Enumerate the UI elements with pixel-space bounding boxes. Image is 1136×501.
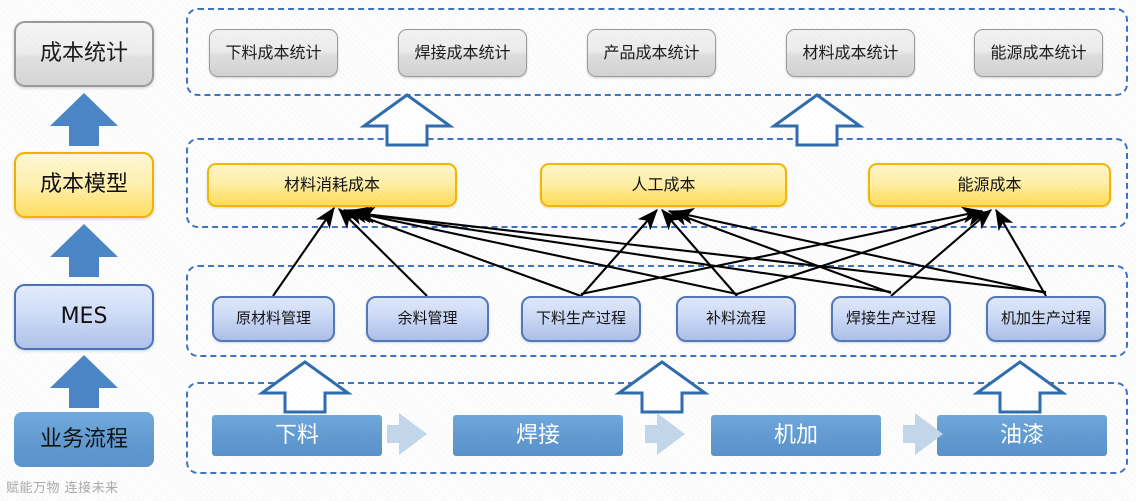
- business-process-item-4[interactable]: 油漆: [937, 415, 1107, 456]
- cost-statistics-item-1[interactable]: 下料成本统计: [209, 29, 338, 77]
- business-process-label-1: 下料: [274, 422, 319, 448]
- stack-box-cost-statistics[interactable]: 成本统计: [14, 21, 154, 87]
- mes-to-cost-model-links: [272, 206, 1047, 297]
- watermark-text: 赋能万物 连接未来: [6, 481, 119, 496]
- mes-label-3: 下料生产过程: [535, 309, 626, 328]
- mes-item-6[interactable]: 机加生产过程: [986, 296, 1106, 342]
- group-mes: [186, 265, 1128, 357]
- mes-label-4: 补料流程: [705, 309, 766, 328]
- stack-box-business-process[interactable]: 业务流程: [14, 412, 154, 467]
- mes-label-6: 机加生产过程: [1000, 309, 1091, 328]
- cost-model-label-1: 材料消耗成本: [283, 174, 380, 194]
- up-arrow-business-to-mes: [50, 355, 118, 408]
- business-process-label-2: 焊接: [515, 422, 560, 448]
- mes-item-5[interactable]: 焊接生产过程: [831, 296, 951, 342]
- cost-statistics-item-4[interactable]: 材料成本统计: [786, 29, 915, 77]
- cost-statistics-item-2[interactable]: 焊接成本统计: [398, 29, 527, 77]
- hollow-up-arrow-process-to-mes-1: [257, 360, 353, 414]
- business-process-item-2[interactable]: 焊接: [453, 415, 623, 456]
- mes-item-3[interactable]: 下料生产过程: [521, 296, 641, 342]
- hollow-up-arrow-process-to-mes-3: [972, 360, 1068, 414]
- stack-box-mes[interactable]: MES: [14, 284, 154, 350]
- cost-statistics-label-1: 下料成本统计: [225, 42, 322, 62]
- chevron-right-1-icon: [387, 413, 427, 455]
- cost-statistics-item-5[interactable]: 能源成本统计: [974, 29, 1103, 77]
- stack-box-cost-model[interactable]: 成本模型: [14, 152, 154, 218]
- cost-statistics-label-5: 能源成本统计: [990, 42, 1087, 62]
- mes-label-2: 余料管理: [397, 309, 458, 328]
- business-process-label-3: 机加: [773, 422, 818, 448]
- business-process-item-1[interactable]: 下料: [212, 415, 382, 456]
- chevron-right-2-icon: [645, 413, 685, 455]
- mes-item-4[interactable]: 补料流程: [676, 296, 796, 342]
- mes-item-1[interactable]: 原材料管理: [212, 296, 335, 342]
- chevron-right-3-icon: [903, 413, 943, 455]
- cost-model-item-3[interactable]: 能源成本: [868, 163, 1111, 207]
- business-process-label-4: 油漆: [999, 422, 1044, 448]
- cost-statistics-label-2: 焊接成本统计: [414, 42, 511, 62]
- cost-model-label-2: 人工成本: [631, 174, 696, 194]
- business-process-item-3[interactable]: 机加: [711, 415, 881, 456]
- mes-label-5: 焊接生产过程: [845, 309, 936, 328]
- cost-model-label-3: 能源成本: [957, 174, 1022, 194]
- stack-label-cost-model: 成本模型: [39, 172, 128, 198]
- stack-label-business-process: 业务流程: [39, 426, 128, 452]
- group-cost-statistics: [186, 8, 1128, 96]
- cost-statistics-label-3: 产品成本统计: [603, 42, 700, 62]
- cost-model-item-2[interactable]: 人工成本: [540, 163, 787, 207]
- hollow-up-arrow-process-to-mes-2: [614, 360, 710, 414]
- cost-model-item-1[interactable]: 材料消耗成本: [207, 163, 457, 207]
- hollow-up-arrow-model-to-stats-left: [359, 93, 455, 147]
- up-arrow-model-to-stats: [50, 93, 118, 146]
- stack-label-cost-statistics: 成本统计: [39, 41, 128, 67]
- mes-item-2[interactable]: 余料管理: [366, 296, 489, 342]
- cost-statistics-label-4: 材料成本统计: [802, 42, 899, 62]
- stack-label-mes: MES: [60, 304, 108, 330]
- up-arrow-mes-to-model: [50, 224, 118, 277]
- hollow-up-arrow-model-to-stats-right: [769, 93, 865, 147]
- cost-statistics-item-3[interactable]: 产品成本统计: [587, 29, 716, 77]
- mes-label-1: 原材料管理: [235, 309, 311, 328]
